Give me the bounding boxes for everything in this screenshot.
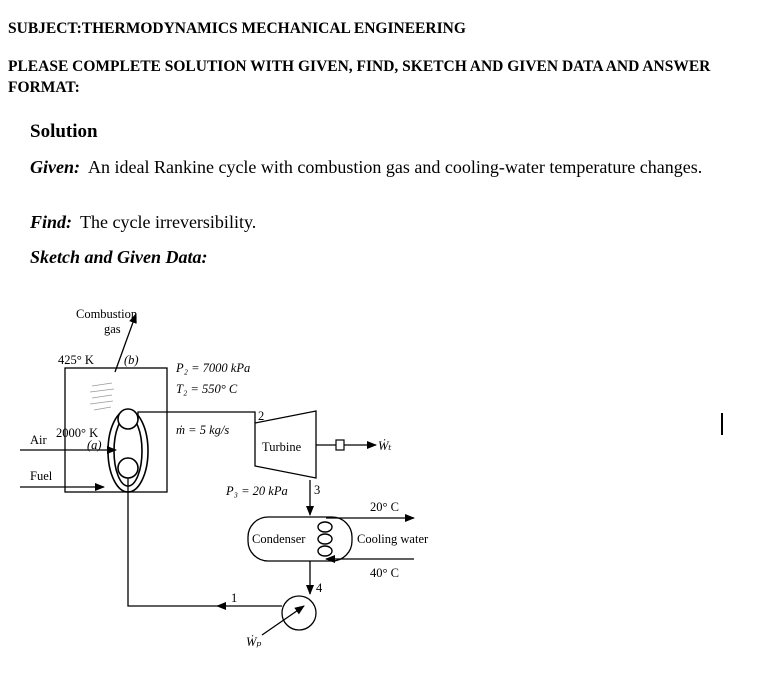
steam-line-2: [137, 411, 256, 423]
state-2-label: 2: [258, 409, 264, 423]
pump-work-arrow: [261, 605, 305, 636]
solution-heading: Solution: [30, 121, 98, 142]
condenser-shape: [247, 516, 353, 562]
state-3-label: 3: [314, 483, 320, 497]
sketch-heading: Sketch and Given Data:: [30, 247, 208, 267]
exhaust-temp-label: 425° K: [58, 353, 94, 367]
request-text: PLEASE COMPLETE SOLUTION WITH GIVEN, FIN…: [8, 58, 711, 96]
pump-shape: [281, 595, 317, 631]
p2-label: P₂ = 7000 kPa: [175, 361, 250, 375]
rankine-cycle-diagram: Combustion gas 425° K (b) 2000° K (a) Ai…: [20, 307, 429, 649]
pump-work-label: Ẇₚ: [246, 634, 261, 649]
turbine-shape: [254, 410, 317, 479]
t2-label: T₂ = 550° C: [176, 382, 238, 396]
cooling-water-out-temp: 20° C: [370, 500, 399, 514]
boiler-heat-exchanger: [107, 408, 149, 493]
air-label: Air: [30, 433, 48, 447]
feedwater-line-1: [127, 478, 282, 607]
state-b-label: (b): [124, 353, 139, 367]
mass-flow-label: ṁ = 5 kg/s: [176, 423, 229, 437]
given-text: An ideal Rankine cycle with combustion g…: [87, 157, 703, 177]
find-label: Find:: [30, 212, 73, 232]
fuel-label: Fuel: [30, 469, 53, 483]
given-statement: Given: An ideal Rankine cycle with combus…: [30, 155, 750, 179]
state-1-label: 1: [231, 591, 237, 605]
condenser-coil: [317, 521, 333, 557]
find-statement: Find: The cycle irreversibility.: [30, 210, 750, 234]
state-4-label: 4: [316, 581, 323, 595]
combustion-gas-label-1: Combustion: [76, 307, 138, 321]
margin-mark: [721, 413, 723, 435]
cooling-water-in-temp: 40° C: [370, 566, 399, 580]
condenser-label: Condenser: [252, 532, 306, 546]
feedwater-arrowhead: [216, 602, 226, 610]
combustion-gas-arrow: [114, 313, 137, 373]
find-text: The cycle irreversibility.: [80, 212, 257, 232]
subject-heading: SUBJECT:THERMODYNAMICS MECHANICAL ENGINE…: [8, 20, 466, 37]
combustion-gas-label-2: gas: [104, 322, 121, 336]
turbine-work-label: Ẇₜ: [378, 438, 392, 453]
p3-label: P₃ = 20 kPa: [225, 484, 288, 498]
turbine-coupling: [335, 439, 345, 451]
flame-temp-label: 2000° K: [56, 426, 98, 440]
given-label: Given:: [30, 157, 80, 177]
state-a-label: (a): [87, 438, 102, 452]
cooling-water-label: Cooling water: [357, 532, 429, 546]
turbine-label: Turbine: [262, 440, 302, 454]
boiler-flame-shading: [89, 382, 115, 411]
